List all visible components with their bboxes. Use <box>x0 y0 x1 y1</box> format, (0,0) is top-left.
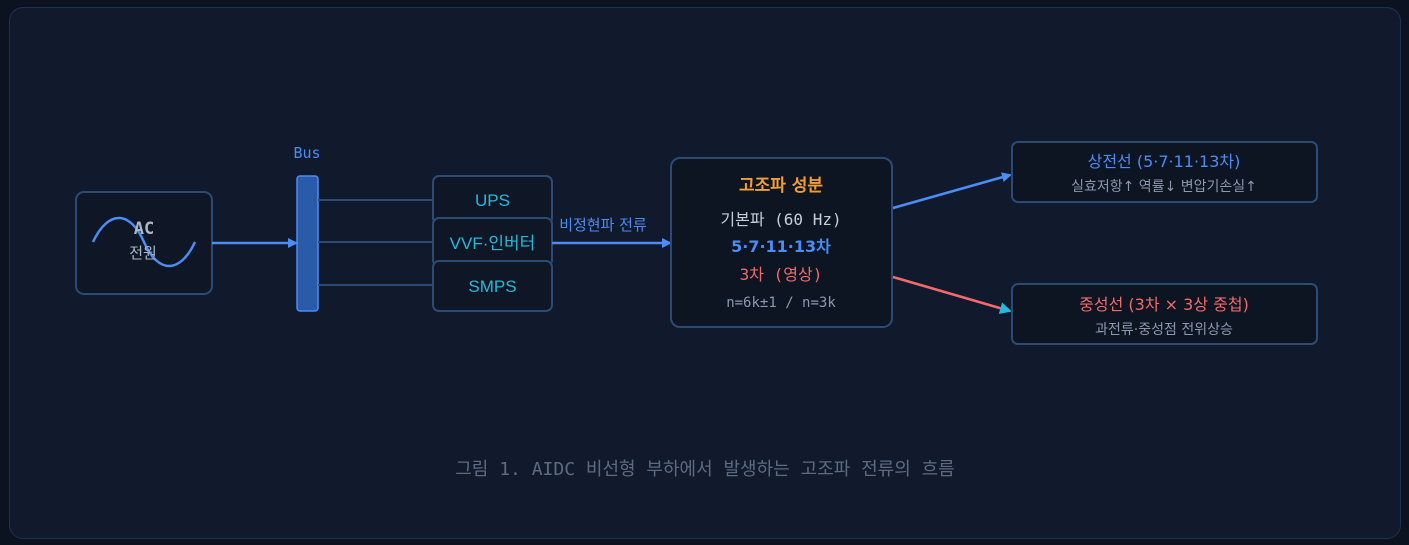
figure-caption: 그림 1. AIDC 비선형 부하에서 발생하는 고조파 전류의 흐름 <box>455 459 954 480</box>
phase-line-arrow <box>892 172 1012 210</box>
neutral-line-arrow <box>892 275 1012 314</box>
harmonic-formula: n=6k±1 / n=3k <box>726 295 836 311</box>
neutral-conductor-title: 중성선 (3차 × 3상 중첩) <box>1079 295 1249 314</box>
load-vvf-inverter: VVF·인버터 <box>432 217 553 267</box>
harmonics-box: 고조파 성분 기본파 (60 Hz) 5·7·11·13차 3차 (영상) n=… <box>670 157 893 328</box>
triplen-harmonic: 3차 (영상) <box>740 265 823 284</box>
sine-wave-icon <box>91 216 197 268</box>
harmonics-title: 고조파 성분 <box>739 176 823 196</box>
neutral-conductor-detail: 과전류·중성점 전위상승 <box>1095 322 1233 338</box>
neutral-conductor-box: 중성선 (3차 × 3상 중첩) 과전류·중성점 전위상승 <box>1011 283 1318 345</box>
ac-source-label: AC <box>134 219 154 239</box>
harmonic-orders: 5·7·11·13차 <box>731 237 831 256</box>
load-label: UPS <box>475 191 510 210</box>
bus-label: Bus <box>293 144 320 162</box>
phase-conductor-box: 상전선 (5·7·11·13차) 실효저항↑ 역률↓ 변압기손실↑ <box>1011 141 1318 203</box>
phase-conductor-title: 상전선 (5·7·11·13차) <box>1088 152 1241 171</box>
ac-source-sublabel: 전원 <box>129 244 157 262</box>
load-smps: SMPS <box>432 260 553 312</box>
ac-source: AC 전원 <box>75 191 213 295</box>
phase-conductor-detail: 실효저항↑ 역률↓ 변압기손실↑ <box>1071 179 1257 195</box>
bus: Bus <box>293 144 321 312</box>
flow-label: 비정현파 전류 <box>559 216 647 234</box>
load-label: VVF·인버터 <box>450 234 536 253</box>
bus-bar <box>296 175 319 312</box>
load-label: SMPS <box>468 277 516 296</box>
fundamental-text: 기본파 (60 Hz) <box>720 210 841 229</box>
load-ups: UPS <box>432 175 553 225</box>
